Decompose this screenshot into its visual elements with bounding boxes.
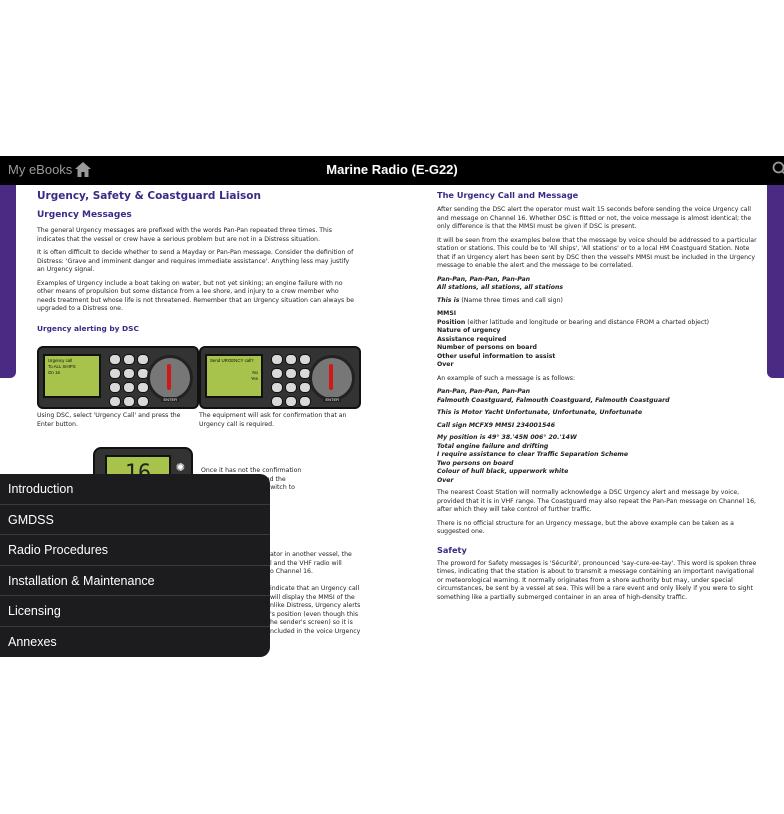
this-is-line: This is (Name three times and call sign)	[437, 296, 563, 304]
partial-text-a: Once it has not the confirmation rt and …	[201, 467, 302, 491]
radio-keypad	[271, 354, 311, 407]
enter-key: ENTER	[323, 397, 341, 402]
paragraph: It is often difficult to decide whether …	[37, 249, 354, 273]
search-icon[interactable]	[772, 161, 784, 182]
dsc-radio-illustration-1: Urgency call To ALL SHIPS On 16 ENTER	[37, 346, 199, 409]
dsc-alerting-heading: Urgency alerting by DSC	[37, 323, 139, 333]
paragraph: There is no official structure for an Ur…	[437, 519, 734, 536]
menu-item-annexes[interactable]: Annexes	[8, 634, 57, 649]
over-line: Over	[437, 361, 454, 368]
urgency-call-heading: The Urgency Call and Message	[437, 190, 579, 200]
book-title: Marine Radio (E-G22)	[326, 162, 458, 177]
menu-item-installation-maintenance[interactable]: Installation & Maintenance	[0, 566, 270, 596]
call-line: All stations, all stations, all stations	[437, 284, 564, 291]
persons-line: Number of persons on board	[437, 344, 537, 351]
other-line: Other useful information to assist	[437, 352, 556, 360]
example-line: Over	[437, 476, 454, 484]
menu-item-gmdss[interactable]: GMDSS	[0, 505, 270, 535]
example-line: Falmouth Coastguard, Falmouth Coastguard…	[437, 396, 670, 404]
example-line: Two persons on board	[437, 459, 514, 467]
example-line: I require assistance to clear Traffic Se…	[437, 451, 629, 458]
example-line: Pan-Pan, Pan-Pan, Pan-Pan	[437, 388, 531, 395]
paragraph: Examples of Urgency include a boat takin…	[37, 279, 354, 313]
menu-item-radio-procedures[interactable]: Radio Procedures	[0, 535, 270, 566]
example-line: Call sign MCFX9 MMSI 234001546	[437, 421, 556, 429]
radio-keypad	[109, 354, 149, 407]
safety-heading: Safety	[437, 544, 467, 555]
mmsi-line: MMSI	[437, 310, 457, 317]
paragraph: The general Urgency messages are prefixe…	[37, 227, 332, 243]
my-ebooks-back-button[interactable]: My eBooks	[8, 162, 73, 177]
menu-item-introduction[interactable]: Introduction	[0, 474, 270, 505]
nature-line: Nature of urgency	[437, 327, 501, 334]
example-line: Total engine failure and drifting	[437, 442, 549, 450]
example-line: My position is 49° 38.'45N 006° 20.'14W	[437, 434, 577, 441]
example-line: This is Motor Yacht Unfortunate, Unfortu…	[437, 409, 643, 416]
radio-knob	[147, 355, 193, 401]
left-page-tab	[0, 185, 16, 378]
radio-knob	[309, 355, 355, 401]
section-title: Urgency, Safety & Coastguard Liaison	[37, 190, 261, 202]
light-icon: ✺	[175, 462, 185, 474]
caption-1: Using DSC, select 'Urgency Call' and pre…	[37, 412, 181, 428]
example-line: Colour of hull black, upperwork white	[437, 468, 569, 475]
paragraph: The nearest Coast Station will normally …	[437, 489, 756, 513]
radio-screen: Urgency call To ALL SHIPS On 16	[43, 354, 101, 398]
left-page: Urgency, Safety & Coastguard Liaison Urg…	[37, 190, 357, 340]
caption-2: The equipment will ask for confirmation …	[199, 412, 347, 428]
radio-screen: Send URGENCY call? No Yes	[205, 354, 263, 398]
home-icon[interactable]	[74, 161, 92, 183]
top-bar: My eBooks Marine Radio (E-G22)	[0, 156, 784, 185]
partial-text-c: indicate that an Urgency call will displ…	[270, 585, 361, 635]
example-intro: An example of such a message is as follo…	[437, 374, 576, 382]
menu-item-licensing[interactable]: Licensing	[0, 596, 270, 627]
position-line: Position (either latitude and longitude …	[437, 318, 710, 326]
paragraph: After sending the DSC alert the operator…	[437, 206, 752, 230]
partial-text-b: ator in another vessel, the l and the VH…	[270, 551, 352, 575]
urgency-messages-heading: Urgency Messages	[37, 210, 132, 220]
enter-key: ENTER	[161, 397, 179, 402]
right-page-tab	[767, 185, 784, 378]
paragraph: It will be seen from the examples below …	[437, 236, 757, 270]
chapter-menu: Introduction GMDSS Radio Procedures Inst…	[0, 474, 270, 657]
paragraph: The proword for Safety messages is 'Sécu…	[437, 559, 757, 601]
call-line: Pan-Pan, Pan-Pan, Pan-Pan	[437, 275, 531, 283]
assistance-line: Assistance required	[437, 335, 507, 343]
dsc-radio-illustration-2: Send URGENCY call? No Yes ENTER	[199, 346, 361, 409]
right-page: The Urgency Call and Message After sendi…	[437, 190, 757, 607]
